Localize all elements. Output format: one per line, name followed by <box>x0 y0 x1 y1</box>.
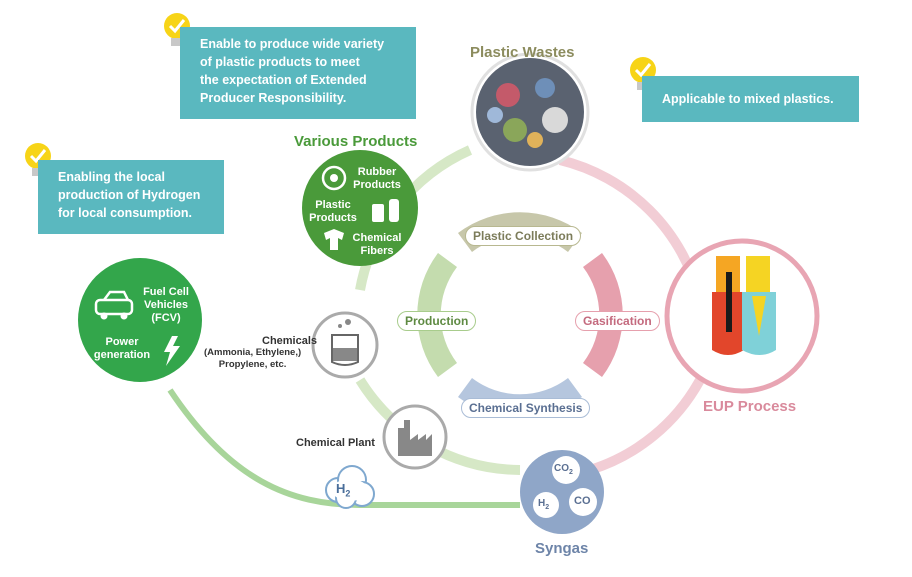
syngas-title: Syngas <box>535 540 589 557</box>
callout-line: Enable to produce wide variety <box>200 37 385 51</box>
callout-extended-producer: Enable to produce wide variety of plasti… <box>180 27 416 119</box>
callout-line: for local consumption. <box>58 206 193 220</box>
syngas-h2-label: H2 <box>538 498 550 511</box>
callout-mixed-plastics: Applicable to mixed plastics. <box>642 76 859 122</box>
chemical-synthesis-label: Chemical Synthesis <box>461 398 591 418</box>
plastic-collection-label: Plastic Collection <box>465 226 582 246</box>
production-label: Production <box>397 311 477 331</box>
h2-cloud <box>325 465 375 509</box>
co2-label: CO2 <box>554 463 573 476</box>
chemicals-circle <box>311 311 379 379</box>
eup-process-title: EUP Process <box>703 398 797 415</box>
callout-line: of plastic products to meet <box>200 55 360 69</box>
chemicals-label: Chemicals <box>262 335 318 347</box>
co-label: CO <box>574 495 591 507</box>
chemicals-list: (Ammonia, Ethylene,) Propylene, etc. <box>204 347 302 370</box>
callout-local-hydrogen: Enabling the local production of Hydroge… <box>38 160 224 234</box>
h2-label: H2 <box>336 481 351 499</box>
callout-line: Applicable to mixed plastics. <box>662 92 834 106</box>
gasification-label: Gasification <box>575 311 660 331</box>
callout-line: Enabling the local <box>58 170 165 184</box>
gasifier-icon <box>712 256 776 355</box>
various-products-title: Various Products <box>294 133 418 150</box>
chemical-plant-label: Chemical Plant <box>296 437 375 449</box>
plastic-wastes-title: Plastic Wastes <box>470 44 575 61</box>
callout-line: the expectation of Extended <box>200 73 367 87</box>
callout-line: production of Hydrogen <box>58 188 201 202</box>
callout-line: Producer Responsibility. <box>200 91 347 105</box>
arc-eup-to-syngas <box>588 377 705 475</box>
